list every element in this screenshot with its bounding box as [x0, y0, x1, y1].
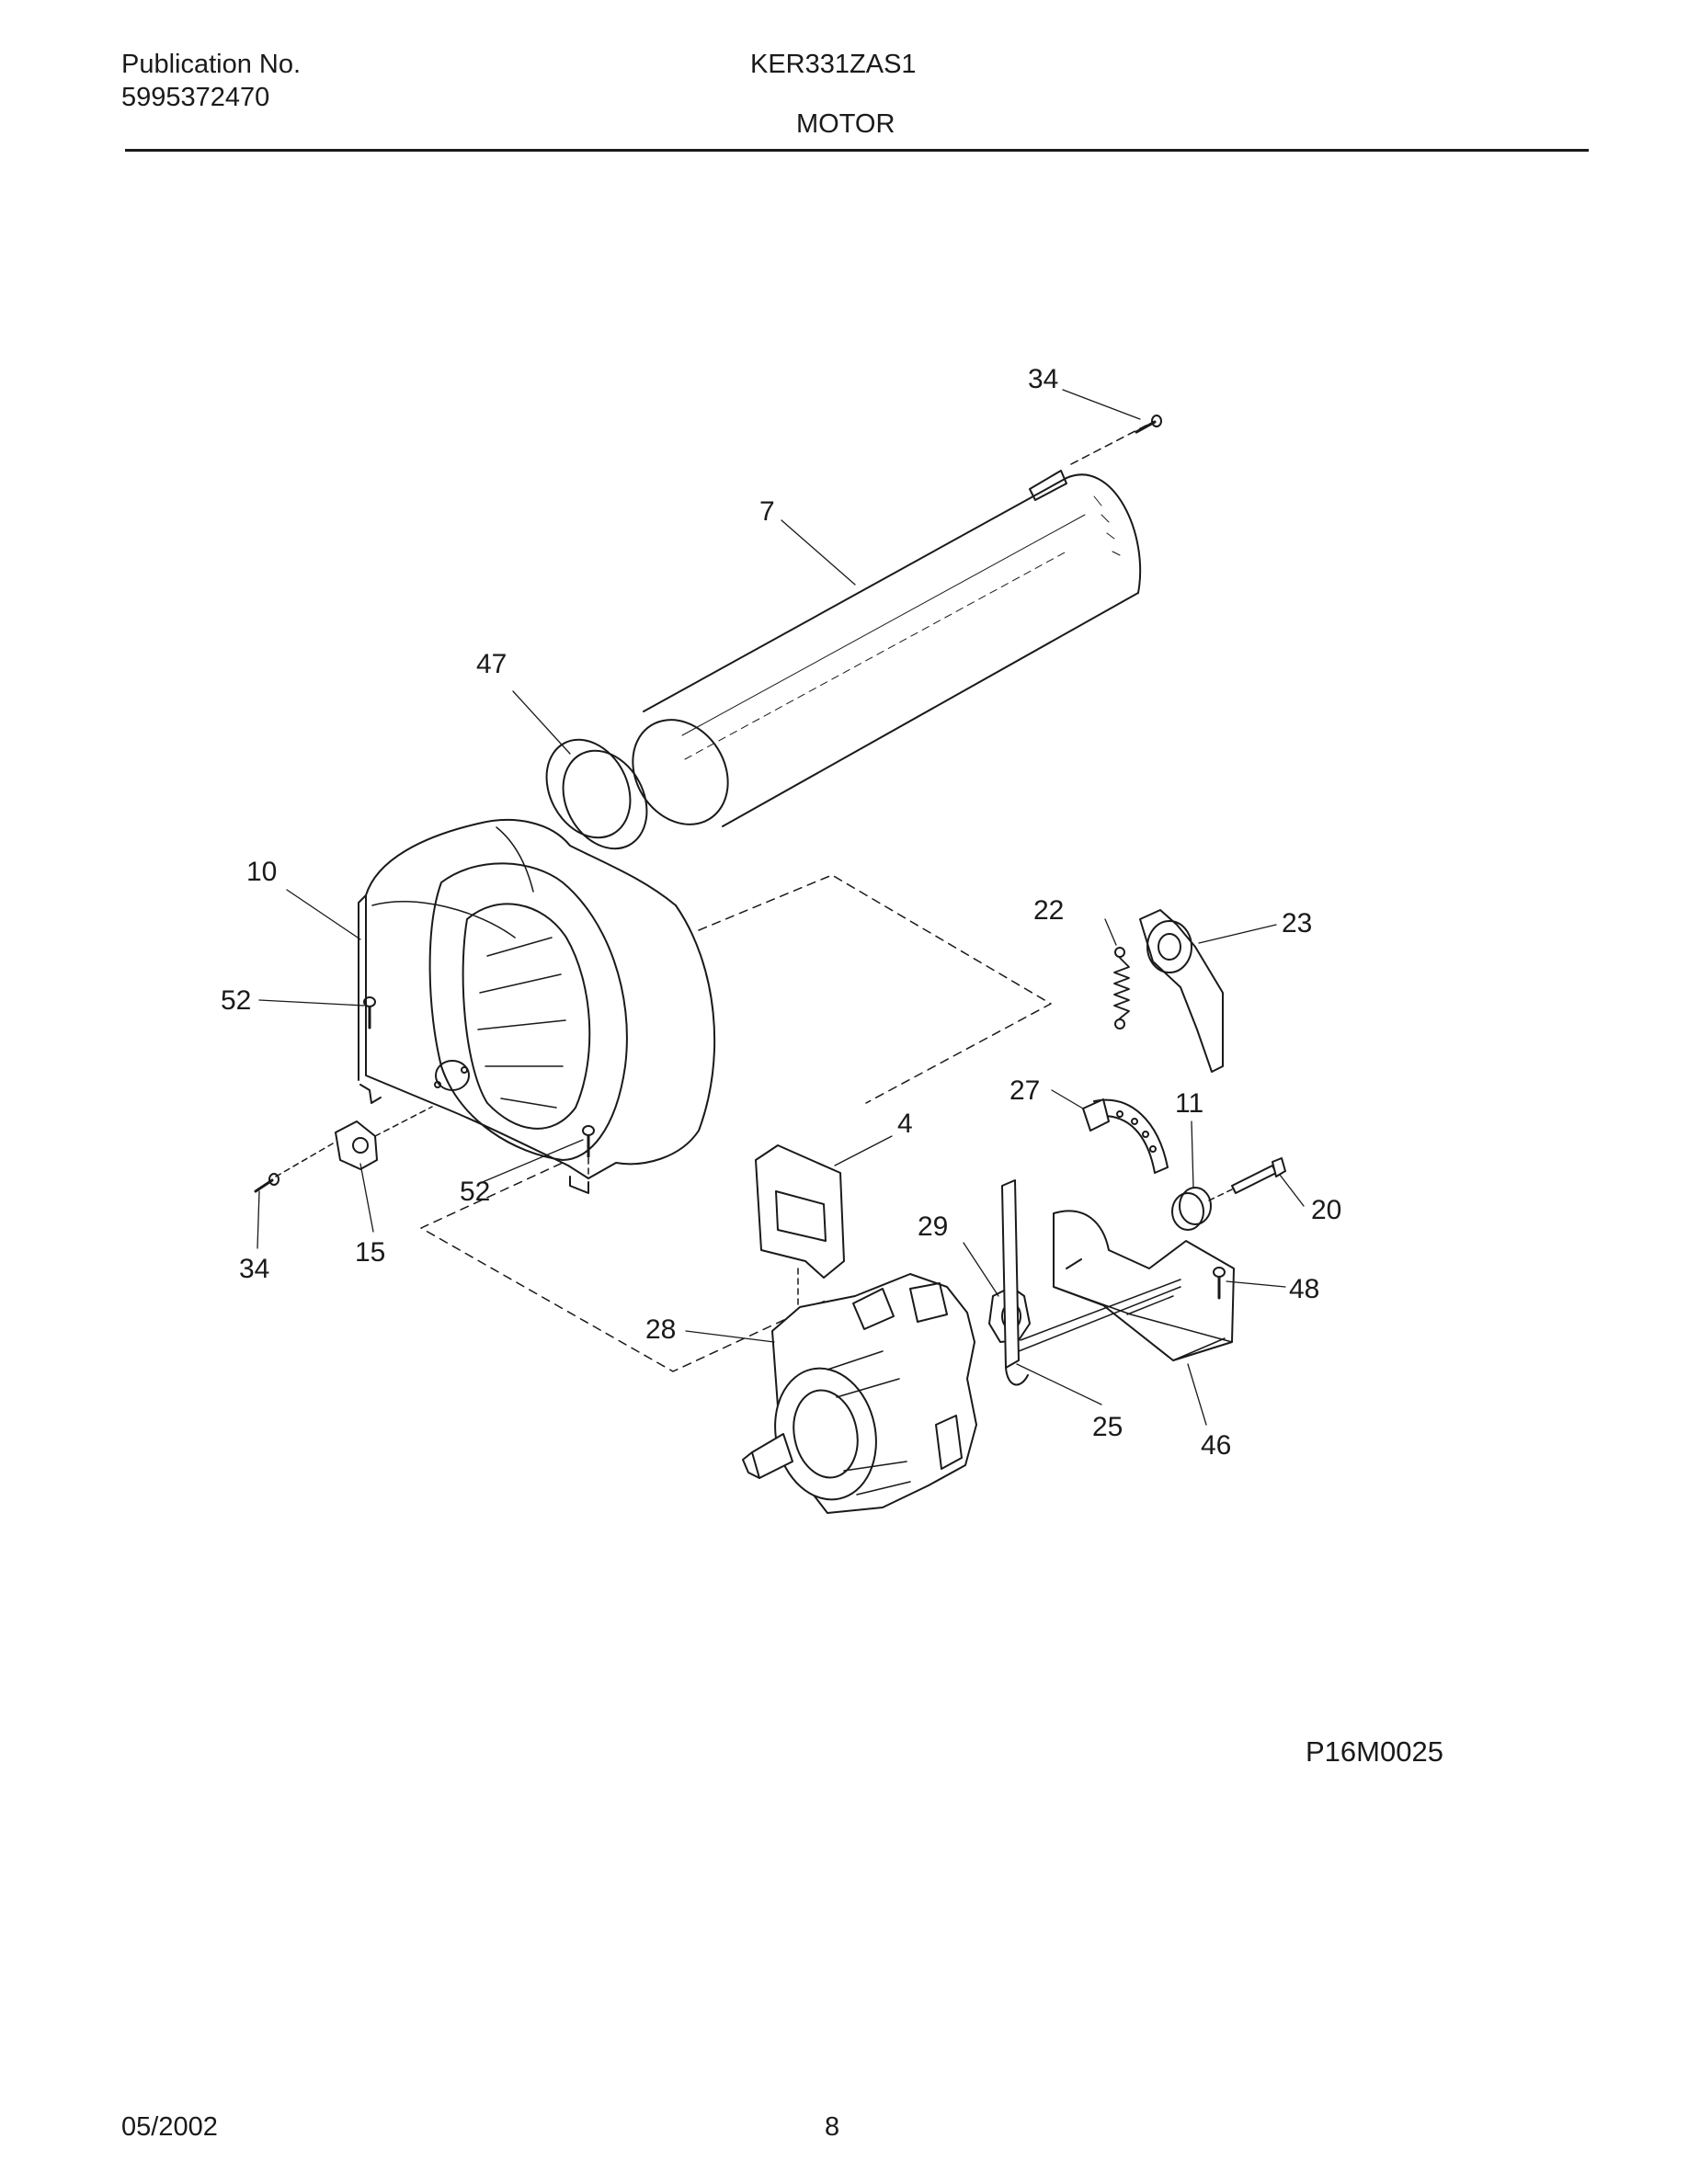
publication-number: 5995372470	[121, 83, 270, 112]
idler-roller	[1171, 1187, 1233, 1231]
model-number: KER331ZAS1	[750, 50, 917, 79]
callout-34-lower: 34	[239, 1254, 269, 1284]
housing-screw-lower	[582, 1125, 595, 1177]
page-number: 8	[825, 2112, 840, 2142]
thermostat-screw	[254, 1143, 334, 1193]
leader-lines	[257, 389, 1305, 1426]
callout-7: 7	[759, 496, 775, 527]
duct-clamp-ring	[545, 738, 648, 850]
belt-guide	[1082, 1098, 1169, 1174]
reference-outline	[420, 874, 1052, 1372]
housing-screw-upper	[363, 996, 376, 1029]
figure-code: P16M0025	[1306, 1735, 1443, 1768]
blower-housing	[358, 818, 716, 1194]
idler-spring	[1113, 947, 1130, 1029]
header-rule	[125, 149, 1589, 152]
callout-4: 4	[897, 1109, 913, 1139]
callout-25: 25	[1092, 1412, 1123, 1442]
callout-27: 27	[1009, 1075, 1040, 1106]
callout-52-upper: 52	[221, 985, 251, 1016]
drive-motor	[742, 1273, 977, 1514]
pulley-shaft	[1231, 1157, 1286, 1194]
callout-34-top: 34	[1028, 364, 1058, 394]
section-title: MOTOR	[796, 109, 895, 139]
publication-label: Publication No.	[121, 50, 302, 79]
motor-mount-bracket	[1053, 1210, 1235, 1361]
motor-switch	[1001, 1179, 1181, 1386]
callout-23: 23	[1282, 908, 1312, 938]
callout-11: 11	[1175, 1088, 1203, 1119]
callout-labels: 34 7 47 10 52 22 23 27 4 11 52 20 29 48 …	[221, 364, 1341, 1461]
idler-pulley-arm	[1139, 909, 1224, 1073]
callout-47: 47	[476, 649, 507, 679]
callout-15: 15	[355, 1237, 385, 1268]
callout-28: 28	[645, 1314, 676, 1345]
callout-20: 20	[1311, 1195, 1341, 1225]
duct-screw	[1135, 415, 1162, 434]
callout-52-lower: 52	[460, 1177, 490, 1207]
callout-46: 46	[1201, 1430, 1231, 1461]
footer-date: 05/2002	[121, 2112, 218, 2142]
callout-22: 22	[1033, 895, 1064, 926]
bracket-screw	[1213, 1267, 1226, 1300]
callout-29: 29	[918, 1211, 948, 1242]
callout-48: 48	[1289, 1274, 1319, 1304]
thermostat	[335, 1106, 433, 1170]
exhaust-duct	[632, 422, 1152, 827]
callout-10: 10	[246, 857, 277, 887]
